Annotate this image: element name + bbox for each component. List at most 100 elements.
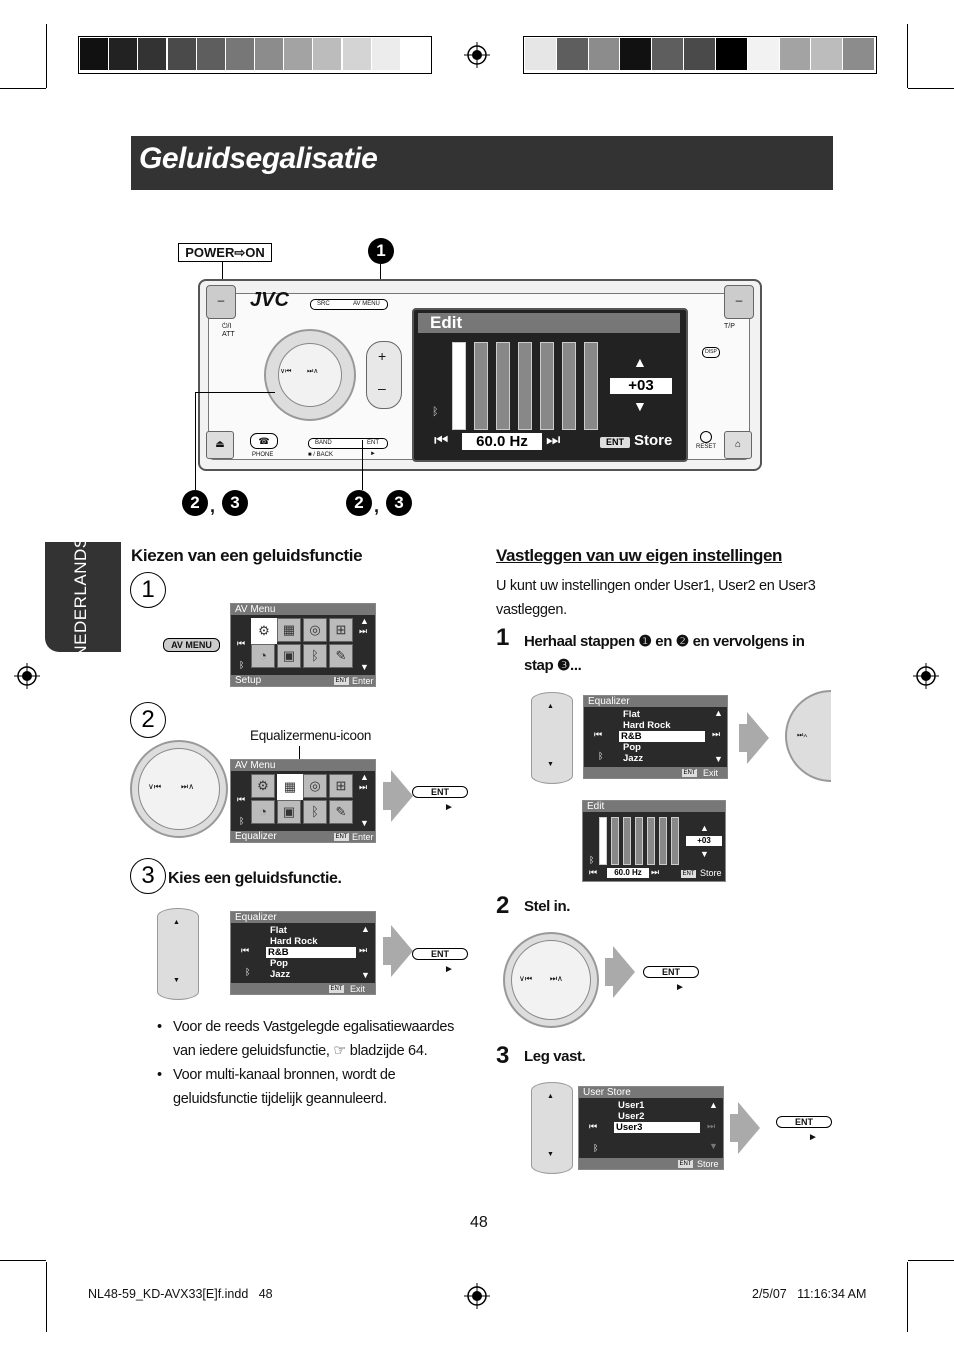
screen-header: Equalizer — [584, 696, 727, 707]
menu-icon: ▦ — [277, 618, 301, 642]
color-bar-left — [78, 36, 432, 74]
page-title: Geluidsegalisatie — [139, 142, 378, 175]
screen-footer — [579, 1158, 723, 1169]
list-item[interactable]: Hard Rock — [270, 936, 318, 947]
detach-button[interactable]: – — [206, 285, 236, 319]
process-arrow-icon — [613, 946, 635, 998]
dial-roller[interactable]: ▲ ▼ — [531, 1082, 573, 1174]
crop-mark — [907, 1262, 908, 1332]
list-item[interactable]: Flat — [270, 925, 287, 936]
bullet-icon: • — [157, 1067, 162, 1083]
band-ent-button[interactable]: BAND ENT — [308, 438, 388, 449]
avmenu-label: AV MENU — [353, 301, 380, 307]
prev-icon: ⏮ — [237, 794, 246, 804]
next-icon: ⏭ — [651, 867, 660, 877]
control-dial-step2[interactable]: ∨⏮ ⏭∧ — [130, 740, 228, 838]
ent-badge: ENT — [334, 677, 349, 685]
list-item[interactable]: R&B — [619, 731, 705, 742]
dial-roller[interactable]: ▲ ▼ — [157, 908, 199, 1000]
ent-button[interactable]: ENT — [412, 948, 468, 960]
eq-slider — [659, 817, 667, 865]
control-dial[interactable]: ∨⏮ ⏭∧ — [264, 329, 356, 421]
dial-arrows-icon: ∨⏮ ⏭∧ — [280, 368, 319, 375]
disp-button[interactable]: DISP — [702, 347, 720, 358]
list-item[interactable]: User2 — [618, 1111, 645, 1122]
bluetooth-icon: ᛒ — [593, 1143, 599, 1153]
eject-button[interactable]: ⏏ — [206, 431, 234, 459]
bluetooth-icon: ᛒ — [239, 816, 245, 826]
ent-badge: ENT — [682, 769, 697, 777]
screen-footer: Equalizer — [231, 831, 375, 842]
process-arrow — [383, 782, 391, 810]
av-menu-screen-setup: AV Menu ⚙▦◎⊞◔▣ᛒ✎ ⏮ ⏭ ▲ ▼ ᛒ Setup ENT Ent… — [230, 603, 376, 687]
enter-label: Enter — [352, 832, 374, 842]
list-item[interactable]: Hard Rock — [623, 720, 671, 731]
home-button[interactable]: ⌂ — [724, 431, 752, 459]
dial-roller[interactable]: ▲ ▼ — [531, 692, 573, 784]
left-heading: Kiezen van een geluidsfunctie — [131, 546, 363, 565]
tp-button-top[interactable]: – — [724, 285, 754, 319]
list-item[interactable]: R&B — [266, 947, 356, 958]
list-item[interactable]: User3 — [614, 1122, 700, 1133]
eq-slider — [584, 342, 598, 430]
crop-mark — [907, 24, 908, 88]
bluetooth-icon: ᛒ — [589, 855, 595, 865]
av-menu-button[interactable]: AV MENU — [163, 638, 220, 652]
up-arrow-icon: ▲ — [361, 924, 370, 934]
eq-slider — [623, 817, 631, 865]
ent-button[interactable]: ENT — [643, 966, 699, 978]
next-icon: ⏭ — [359, 945, 368, 955]
list-item[interactable]: Jazz — [623, 753, 644, 764]
list-item[interactable]: Flat — [623, 709, 640, 720]
ent-badge: ENT — [600, 437, 630, 448]
down-arrow-icon: ▼ — [360, 662, 369, 672]
color-swatch — [371, 38, 400, 70]
menu-icon: ▣ — [277, 644, 301, 668]
color-bar-right — [523, 36, 877, 74]
menu-icon: ◎ — [303, 618, 327, 642]
src-avmenu-button[interactable]: SRC AV MENU — [310, 299, 388, 310]
phone-button[interactable]: ☎ — [250, 433, 278, 449]
list-item[interactable]: Pop — [623, 742, 641, 753]
step-1-number: 1 — [130, 572, 166, 608]
color-swatch — [556, 38, 588, 70]
list-item[interactable]: User1 — [618, 1100, 645, 1111]
color-swatch — [843, 38, 874, 70]
process-arrow — [605, 958, 613, 986]
value-box: +03 — [686, 836, 722, 846]
up-arrow-icon: ▲ — [714, 708, 723, 718]
volume-up-icon[interactable]: + — [378, 348, 387, 364]
up-arrow-icon: ▲ — [360, 772, 369, 782]
list-item[interactable]: Pop — [270, 958, 288, 969]
eq-slider — [562, 342, 576, 430]
control-dial-adjust[interactable]: ∨⏮ ⏭∧ — [503, 932, 599, 1028]
color-swatch — [525, 38, 556, 70]
bullet-item: • Voor de reeds Vastgelegde egalisatiewa… — [155, 1015, 455, 1063]
right-intro: U kunt uw instellingen onder User1, User… — [496, 578, 816, 618]
color-swatch — [588, 38, 620, 70]
reset-button[interactable] — [700, 431, 712, 443]
menu-icon: ▣ — [277, 800, 301, 824]
dial-partial[interactable]: ⏭∧ — [785, 690, 831, 782]
step-3-num: 3 — [496, 1042, 510, 1069]
ent-badge: ENT — [329, 985, 344, 993]
eq-slider — [518, 342, 532, 430]
process-arrow-icon — [738, 1102, 760, 1154]
exit-label: Exit — [703, 768, 719, 778]
footer-file: NL48-59_KD-AVX33[E]f.indd 48 — [88, 1287, 273, 1301]
play-icon: ► — [444, 964, 454, 975]
list-item[interactable]: Jazz — [270, 969, 291, 980]
ent-button[interactable]: ENT — [412, 786, 468, 798]
next-icon: ⏭ — [712, 729, 721, 739]
volume-buttons[interactable]: + – — [366, 341, 402, 409]
control-dial-partial: ⏭∧ — [785, 690, 831, 782]
up-arrow-icon: ▲ — [709, 1100, 718, 1110]
volume-down-icon[interactable]: – — [378, 380, 386, 396]
color-swatch — [652, 38, 684, 70]
footer-date: 2/5/07 11:16:34 AM — [752, 1287, 867, 1301]
edit-screen: Edit ᛒ ▲ +03 ▼ ⏮ 60.0 Hz ⏭ ENT Store — [582, 800, 726, 882]
leader-line — [195, 392, 196, 490]
ent-button[interactable]: ENT — [776, 1116, 832, 1128]
